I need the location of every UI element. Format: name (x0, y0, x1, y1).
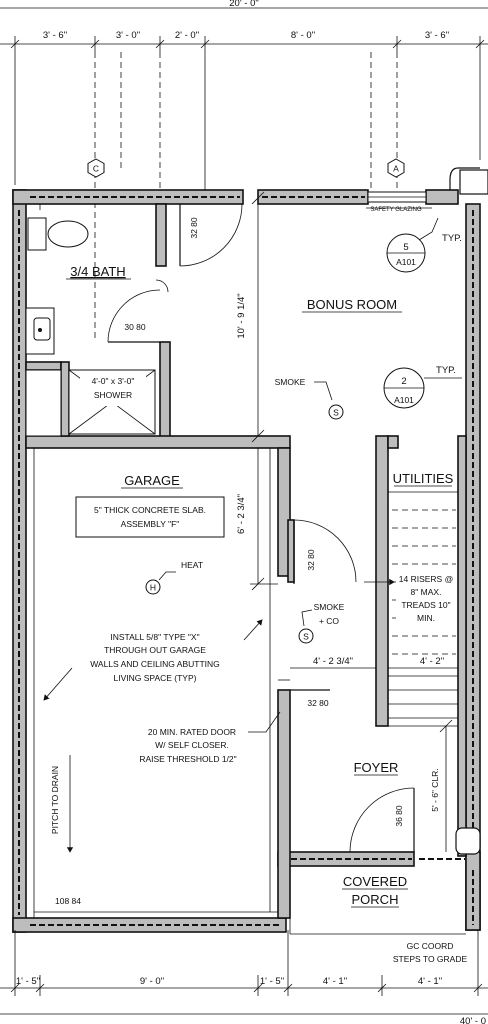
section-callout-5: 5 A101 TYP. (386, 217, 462, 273)
section-callout-2: 2 A101 TYP. (383, 365, 462, 409)
svg-text:GC COORD: GC COORD (407, 941, 454, 951)
svg-text:5: 5 (403, 242, 408, 253)
top-dim-2: 3' - 0" (116, 30, 140, 41)
heat-icon: H (150, 583, 156, 593)
utilities-door: 32 80 (293, 519, 357, 584)
svg-text:SMOKE: SMOKE (275, 377, 306, 387)
top-dim-3: 2' - 0" (175, 30, 199, 41)
dim-garage-wall: 6' - 2 3/4" (236, 494, 247, 534)
stair-treads (376, 500, 458, 727)
door-tag-front: 36 80 (394, 805, 404, 827)
shower-label: SHOWER (94, 390, 132, 400)
smoke-icon: S (333, 408, 339, 418)
door-tag-utilities: 32 80 (306, 549, 316, 571)
callout-5-typ: TYP. (442, 233, 462, 244)
bottom-overall-dimension: 40' - 0 (460, 1016, 486, 1024)
svg-text:8" MAX.: 8" MAX. (411, 587, 442, 597)
dim-foyer-width: 4' - 2 3/4" (313, 656, 353, 667)
door-tag-garage-foyer: 32 80 (307, 698, 329, 708)
svg-text:RAISE THRESHOLD 1/2": RAISE THRESHOLD 1/2" (139, 754, 236, 764)
smoke-co-icon: S (303, 632, 309, 642)
door-tag-garage: 108 84 (55, 896, 81, 906)
porch-label: COVERED PORCH (342, 874, 408, 908)
top-dim-4: 8' - 0" (291, 30, 315, 41)
svg-text:A: A (393, 164, 399, 174)
wall-hatching (18, 196, 474, 926)
svg-text:ASSEMBLY "F": ASSEMBLY "F" (121, 519, 180, 529)
garage-foyer-door: 32 80 (278, 679, 330, 708)
svg-text:COVERED: COVERED (343, 874, 407, 889)
bottom-dim-4: 4' - 1" (323, 976, 347, 987)
window-top: SAFETY GLAZING (366, 191, 432, 213)
room-label-utilities: UTILITIES (393, 471, 454, 486)
bath-entry-door: 32 80 (179, 203, 243, 267)
bottom-dim-2: 9' - 0" (140, 976, 164, 987)
svg-text:MIN.: MIN. (417, 613, 435, 623)
door-tag-bonus: 32 80 (189, 217, 199, 239)
svg-text:STEPS TO GRADE: STEPS TO GRADE (393, 954, 468, 964)
svg-text:THROUGH OUT GARAGE: THROUGH OUT GARAGE (104, 645, 206, 655)
svg-text:+ CO: + CO (319, 616, 339, 626)
svg-text:2: 2 (401, 376, 406, 387)
front-door: 36 80 (349, 787, 415, 853)
smoke-detector-bonus: SMOKE S (275, 377, 344, 420)
callout-2-typ: TYP. (436, 365, 456, 376)
bottom-dim-1: 1' - 5" (16, 976, 40, 987)
stair-note: 14 RISERS @ 8" MAX. TREADS 10" MIN. (364, 572, 456, 626)
svg-text:20 MIN. RATED DOOR: 20 MIN. RATED DOOR (148, 727, 236, 737)
shower-size: 4'-0" x 3'-0" (92, 376, 135, 386)
smoke-co-detector: SMOKE + CO S (298, 602, 345, 644)
safety-glazing-label: SAFETY GLAZING (370, 207, 422, 213)
interior-walls (25, 203, 467, 919)
svg-text:A101: A101 (394, 395, 414, 405)
svg-text:HEAT: HEAT (181, 560, 203, 570)
dim-stair-width: 4' - 2" (420, 656, 444, 667)
type-x-note: INSTALL 5/8" TYPE "X" THROUGH OUT GARAGE… (43, 619, 263, 701)
grid-marker-a: A (387, 158, 405, 178)
bath-fixtures: 4'-0" x 3'-0" SHOWER (25, 217, 156, 437)
room-label-garage: GARAGE (124, 473, 180, 488)
svg-text:INSTALL 5/8" TYPE "X": INSTALL 5/8" TYPE "X" (110, 632, 199, 642)
room-label-bath: 3/4 BATH (70, 264, 125, 279)
grid-marker-c: C (87, 158, 105, 178)
door-tag-bath: 30 80 (124, 322, 146, 332)
svg-text:14 RISERS @: 14 RISERS @ (399, 574, 453, 584)
svg-text:TREADS 10": TREADS 10" (401, 600, 450, 610)
room-label-foyer: FOYER (354, 760, 399, 775)
top-dim-1: 3' - 6" (43, 30, 67, 41)
top-overall-dimension: 20' - 0" (229, 0, 258, 9)
bottom-dim-3: 1' - 5" (260, 976, 284, 987)
svg-text:A101: A101 (396, 257, 416, 267)
bath-door: 30 80 (107, 289, 161, 343)
svg-text:SMOKE: SMOKE (314, 602, 345, 612)
pitch-to-drain: PITCH TO DRAIN (50, 755, 74, 853)
svg-text:W/ SELF CLOSER.: W/ SELF CLOSER. (155, 740, 229, 750)
svg-text:LIVING SPACE (TYP): LIVING SPACE (TYP) (114, 673, 197, 683)
svg-text:C: C (93, 164, 99, 174)
heat-detector: H HEAT (145, 560, 203, 595)
dim-bonus-height: 10' - 9 1/4" (236, 293, 247, 338)
bottom-dim-5: 4' - 1" (418, 976, 442, 987)
bottom-dimension-strings: 1' - 5" 9' - 0" 1' - 5" 4' - 1" 4' - 1" … (0, 930, 488, 1024)
room-label-bonus: BONUS ROOM (307, 297, 397, 312)
rated-door-note: 20 MIN. RATED DOOR W/ SELF CLOSER. RAISE… (139, 711, 281, 764)
top-dimension-strings: 20' - 0" 3' - 6" 3' - 0" 2' - 0" 8' - 0"… (0, 0, 488, 340)
svg-text:PORCH: PORCH (352, 892, 399, 907)
gc-coord-note: GC COORD STEPS TO GRADE (393, 941, 468, 964)
dim-clearance: 5' - 6" CLR. (430, 768, 440, 811)
top-dim-5: 3' - 6" (425, 30, 449, 41)
svg-text:PITCH TO DRAIN: PITCH TO DRAIN (50, 766, 60, 834)
slab-note: 5" THICK CONCRETE SLAB. ASSEMBLY "F" (75, 496, 225, 538)
svg-text:WALLS AND CEILING ABUTTING: WALLS AND CEILING ABUTTING (90, 659, 220, 669)
svg-text:5" THICK CONCRETE SLAB.: 5" THICK CONCRETE SLAB. (94, 505, 206, 515)
